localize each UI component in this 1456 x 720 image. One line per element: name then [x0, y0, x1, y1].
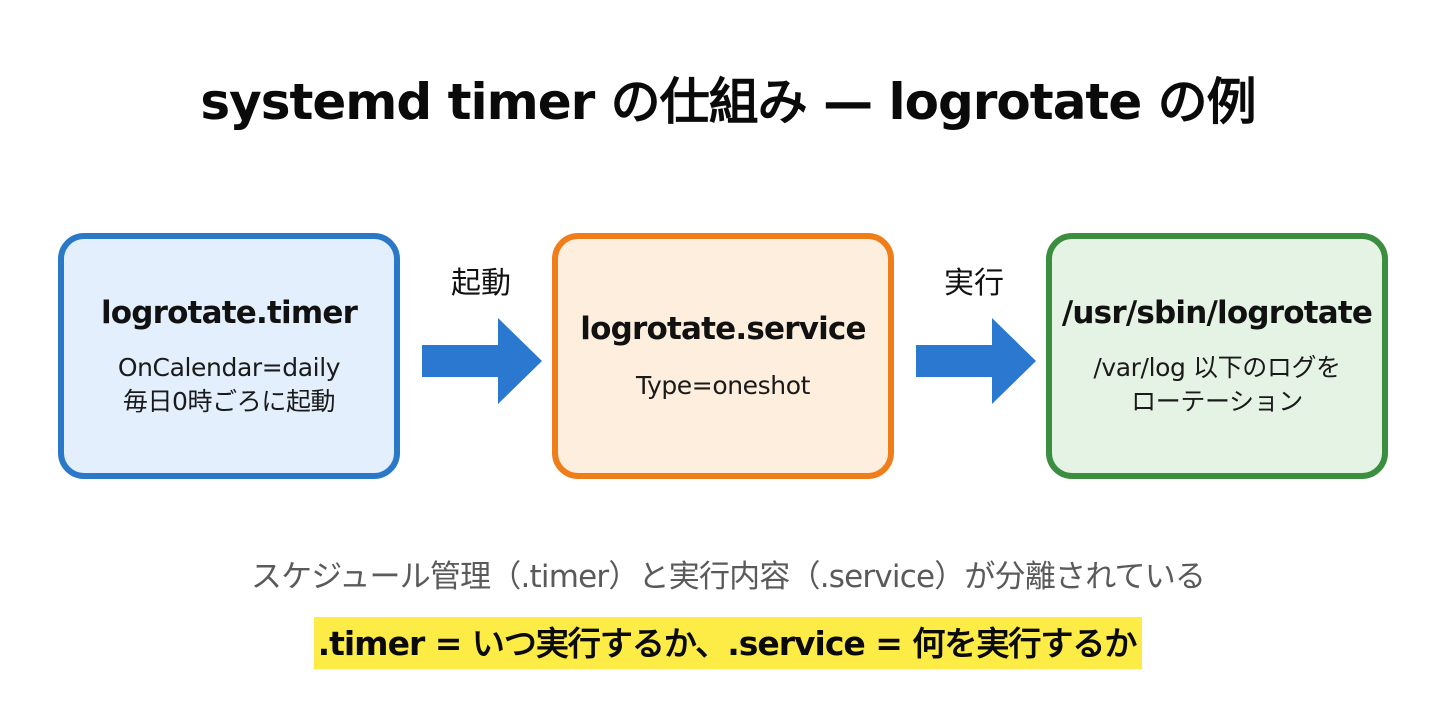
- service-unit-title: logrotate.service: [580, 311, 866, 347]
- timer-unit-box: logrotate.timer OnCalendar=daily 毎日0時ごろに…: [58, 233, 400, 479]
- arrow-right-icon: [422, 318, 542, 404]
- execute-arrow-label: 実行: [944, 266, 1004, 301]
- summary-caption: スケジュール管理（.timer）と実行内容（.service）が分離されている: [250, 559, 1206, 595]
- arrow-right-icon: [916, 318, 1036, 404]
- service-unit-box: logrotate.service Type=oneshot: [552, 233, 894, 479]
- timer-unit-title: logrotate.timer: [100, 295, 358, 331]
- service-unit-description: Type=oneshot: [635, 371, 811, 400]
- highlight-container: .timer = いつ実行するか、.service = 何を実行するか: [0, 617, 1456, 669]
- executable-box: /usr/sbin/logrotate /var/log 以下のログを ローテー…: [1046, 233, 1388, 479]
- start-arrow-label: 起動: [451, 266, 511, 301]
- highlight-summary: .timer = いつ実行するか、.service = 何を実行するか: [313, 617, 1143, 669]
- executable-description: /var/log 以下のログを ローテーション: [1093, 353, 1341, 416]
- page-title: systemd timer の仕組み — logrotate の例: [200, 73, 1256, 131]
- timer-unit-description: OnCalendar=daily 毎日0時ごろに起動: [117, 353, 341, 416]
- executable-title: /usr/sbin/logrotate: [1061, 295, 1373, 331]
